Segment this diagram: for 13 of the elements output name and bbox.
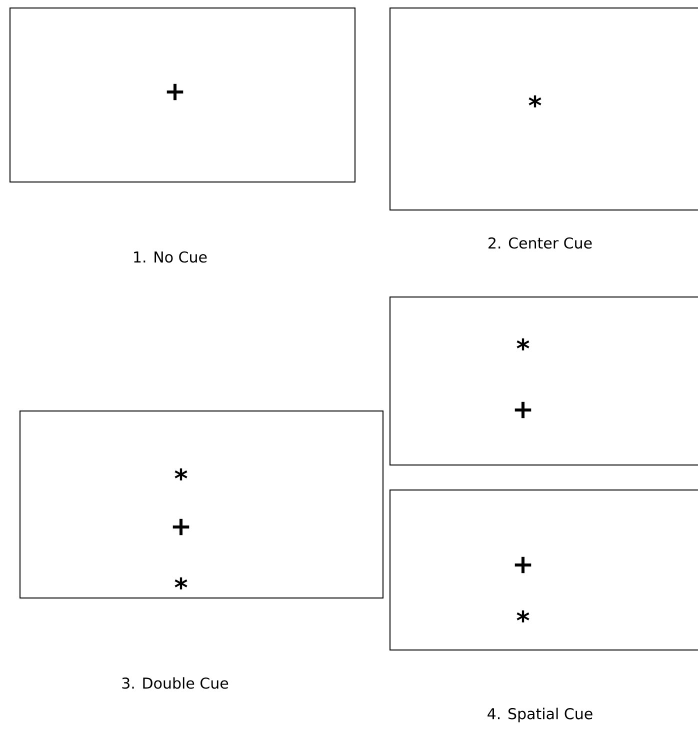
caption: 4. Spatial Cue [488, 708, 592, 722]
symbol: * [174, 468, 188, 480]
symbol: * [516, 338, 530, 350]
caption: 3. Double Cue [122, 677, 228, 689]
symbol: * [516, 610, 530, 622]
symbol: + [514, 402, 532, 418]
caption: 1. No Cue [134, 251, 207, 263]
symbol: * [174, 577, 188, 590]
caption: 2. Center Cue [488, 237, 592, 249]
symbol: * [528, 95, 542, 108]
symbol: + [172, 518, 190, 536]
symbol: + [166, 84, 184, 100]
symbol: + [514, 556, 532, 574]
